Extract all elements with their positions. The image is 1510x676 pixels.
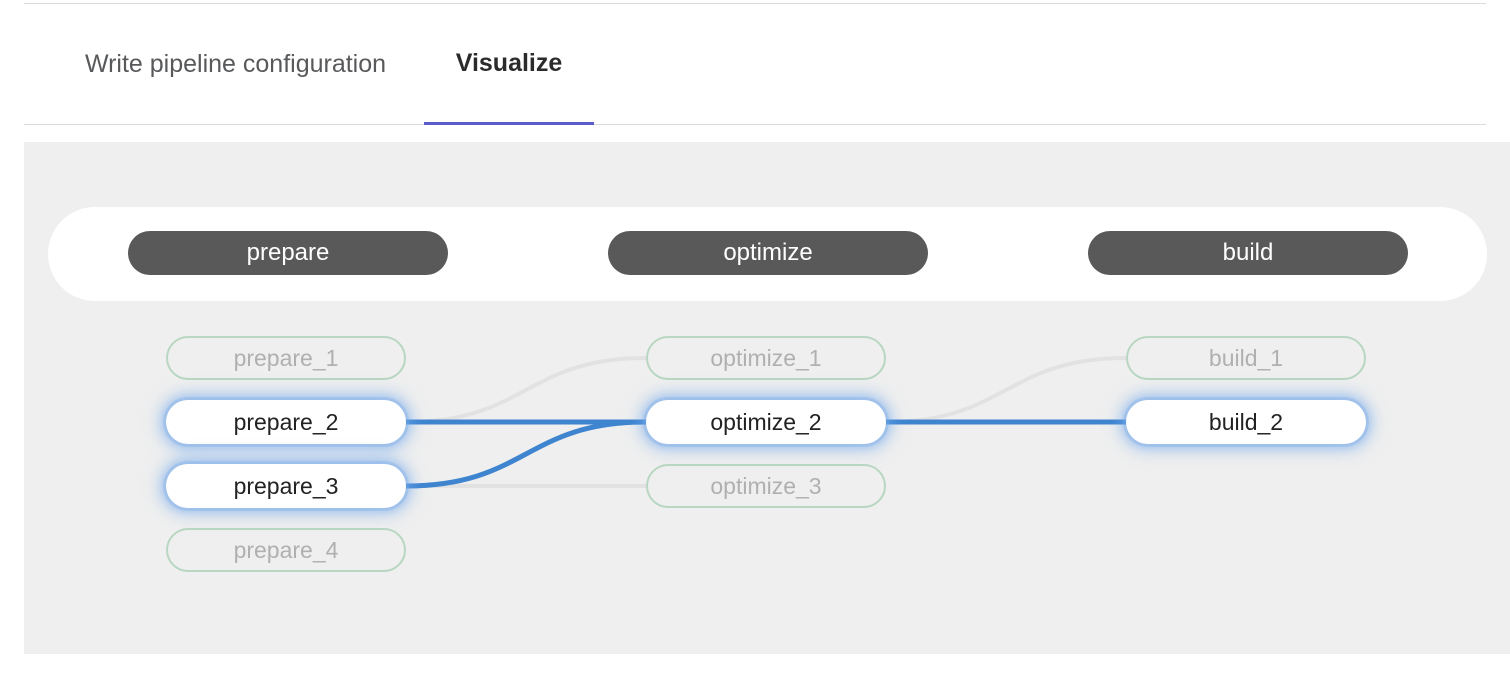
job-node-build_2[interactable]: build_2 [1126,400,1366,444]
tab-bar: Write pipeline configuration Visualize [24,4,1486,125]
job-node-optimize_2[interactable]: optimize_2 [646,400,886,444]
job-node-label: optimize_2 [710,408,822,435]
job-node-prepare_3[interactable]: prepare_3 [166,464,406,508]
stage-pill-prepare[interactable]: prepare [128,231,448,275]
job-node-label: optimize_1 [710,344,822,371]
stage-pill-label: prepare [246,239,330,266]
stage-pill-label: build [1222,239,1274,266]
job-node-build_1[interactable]: build_1 [1126,336,1366,380]
job-node-prepare_4[interactable]: prepare_4 [166,528,406,572]
job-node-label: build_1 [1208,344,1284,371]
top-divider [24,3,1486,4]
edge-prepare_3-to-optimize_2 [403,419,649,489]
job-node-optimize_1[interactable]: optimize_1 [646,336,886,380]
stage-pill-optimize[interactable]: optimize [608,231,928,275]
stage-header-bar: prepare optimize build [48,207,1487,301]
tab-visualize[interactable]: Visualize [424,4,594,125]
job-node-label: prepare_3 [233,472,339,499]
job-node-prepare_2[interactable]: prepare_2 [166,400,406,444]
job-node-label: optimize_3 [710,472,822,499]
job-node-label: build_2 [1208,408,1284,435]
tab-visualize-label: Visualize [455,48,563,77]
job-node-label: prepare_2 [233,408,339,435]
tab-write-label: Write pipeline configuration [84,50,387,78]
job-node-label: prepare_1 [233,344,339,371]
job-node-label: prepare_4 [233,536,339,563]
job-node-optimize_3[interactable]: optimize_3 [646,464,886,508]
job-node-prepare_1[interactable]: prepare_1 [166,336,406,380]
edge-optimize_2-to-build_1 [884,356,1128,424]
stage-pill-build[interactable]: build [1088,231,1408,275]
stage-pill-label: optimize [723,239,813,266]
tab-write-pipeline-configuration[interactable]: Write pipeline configuration [47,4,424,125]
edge-prepare_2-to-optimize_1 [404,356,648,424]
